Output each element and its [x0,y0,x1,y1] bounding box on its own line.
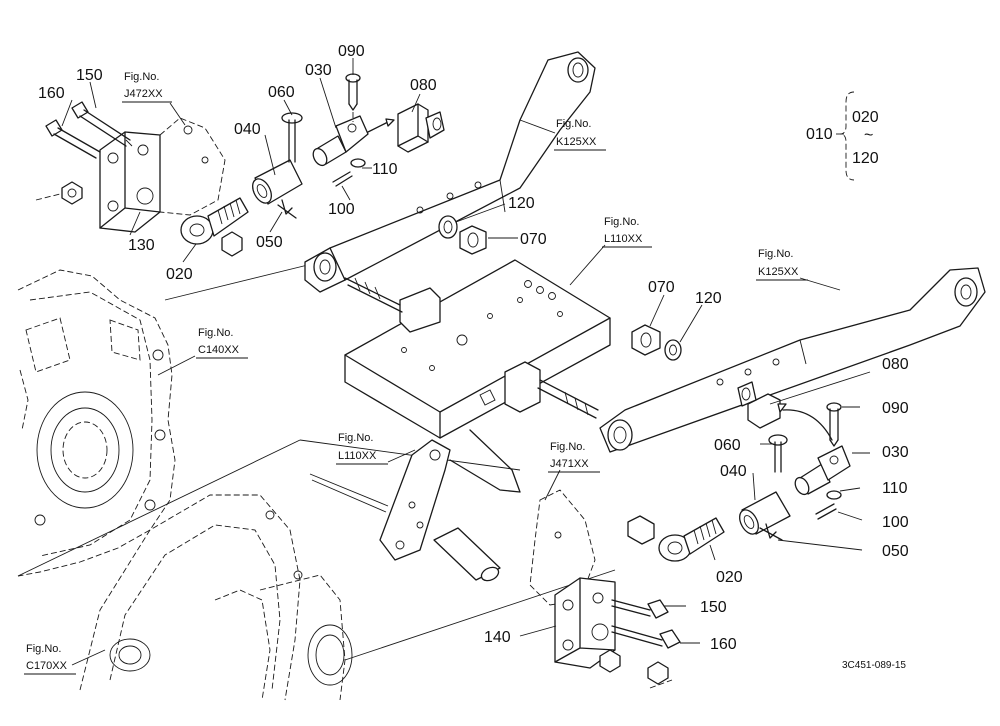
bolt-160-right [611,625,681,649]
callout-030-top: 030 [305,62,332,79]
lift-arm-k125-top [304,51,596,293]
callout-030-right: 030 [882,444,909,461]
center-bracket-l110 [344,259,611,439]
svg-text:Fig.No.: Fig.No. [124,71,159,83]
bolt-150-right [611,599,669,619]
bolt-160-top [45,119,101,159]
callout-090-top: 090 [338,43,365,60]
callout-040-top: 040 [234,121,261,138]
assembly-number: 010 [806,126,833,143]
svg-text:L110XX: L110XX [338,450,377,462]
leader-lines [61,58,871,644]
callout-020-top: 020 [166,266,193,283]
rod-end-020-top [180,197,249,257]
callout-060-top: 060 [268,84,295,101]
pin-060-top [281,112,303,163]
callout-130: 130 [128,237,155,254]
bracket-080-top [367,103,445,153]
range-from: 020 [852,109,879,126]
svg-text:C170XX: C170XX [26,660,68,672]
callout-labels: 090 150 030 080 060 160 040 110 100 130 … [38,43,909,653]
svg-text:Fig.No.: Fig.No. [758,248,793,260]
svg-text:Fig.No.: Fig.No. [550,441,585,453]
callout-080-right: 080 [882,356,909,373]
yoke-030-right [794,445,851,496]
callout-160-top: 160 [38,85,65,102]
svg-text:C140XX: C140XX [198,344,240,356]
nut-070-top [459,225,487,255]
svg-text:Fig.No.: Fig.No. [26,643,61,655]
callout-060-right: 060 [714,437,741,454]
range-tilde: ~ [864,127,873,144]
washer-110-right [826,490,842,500]
callout-150-right: 150 [700,599,727,616]
nut-top-left [35,181,83,205]
washer-120-top [438,215,458,239]
sleeve-040-right [739,491,791,535]
right-bracket-140 [529,489,616,669]
left-bracket-130 [99,117,226,233]
nuts-bottom-right [599,649,673,689]
fig-ref-c170: Fig.No. C170XX [24,643,76,675]
callout-070-top: 070 [520,231,547,248]
pin-060-right [768,434,788,473]
sleeve-040-top [252,159,303,205]
callout-090-right: 090 [882,400,909,417]
svg-text:J472XX: J472XX [124,88,163,100]
callout-100-right: 100 [882,514,909,531]
drawing-code: 3C451-089-15 [842,660,906,671]
bracket-080-right [737,381,833,441]
fig-ref-l110-top: Fig.No. L110XX [602,216,652,248]
svg-text:Fig.No.: Fig.No. [338,432,373,444]
svg-text:Fig.No.: Fig.No. [198,327,233,339]
figure-references: Fig.No. J472XX Fig.No. K125XX Fig.No. L1… [24,71,808,675]
pin-090-top [345,73,361,122]
assembly-range-note: 010 020 ~ 120 [806,91,879,181]
fig-ref-k125-top: Fig.No. K125XX [554,118,606,151]
callout-050-right: 050 [882,543,909,560]
svg-text:K125XX: K125XX [758,266,799,278]
washer-110-top [350,158,366,168]
callout-120-right: 120 [695,290,722,307]
transmission-housing [17,261,321,577]
svg-text:L110XX: L110XX [604,233,643,245]
svg-text:Fig.No.: Fig.No. [556,118,591,130]
washer-120-right [664,339,682,361]
pin-090-right [826,402,842,447]
fig-ref-l110-mid: Fig.No. L110XX [336,432,388,465]
cotter-100-top [332,171,353,187]
lower-link-l110 [309,429,521,582]
svg-text:K125XX: K125XX [556,136,597,148]
callout-120-top: 120 [508,195,535,212]
callout-110-top: 110 [372,161,398,178]
callout-040-right: 040 [720,463,747,480]
callout-150-top: 150 [76,67,103,84]
callout-160-right: 160 [710,636,737,653]
callout-020-right: 020 [716,569,743,586]
fig-ref-j472: Fig.No. J472XX [122,71,172,103]
bolt-150-top [71,101,133,147]
fig-ref-k125-right: Fig.No. K125XX [756,248,808,281]
lift-arm-k125-right [599,267,986,453]
nut-070-right [631,324,661,356]
callout-110-right: 110 [882,480,908,497]
svg-text:J471XX: J471XX [550,458,589,470]
callout-050-top: 050 [256,234,283,251]
callout-080-top: 080 [410,77,437,94]
callout-070-right: 070 [648,279,675,296]
svg-text:Fig.No.: Fig.No. [604,216,639,228]
fig-ref-c140: Fig.No. C140XX [196,327,248,359]
rod-end-020-right [627,515,725,562]
clip-050-top [277,199,297,219]
clip-050-right [759,523,783,541]
yoke-030-top [312,115,369,167]
cotter-100-right [815,503,837,520]
axle-housing [79,439,616,701]
fig-ref-j471: Fig.No. J471XX [548,441,600,473]
callout-140: 140 [484,629,511,646]
range-to: 120 [852,150,879,167]
callout-100-top: 100 [328,201,355,218]
